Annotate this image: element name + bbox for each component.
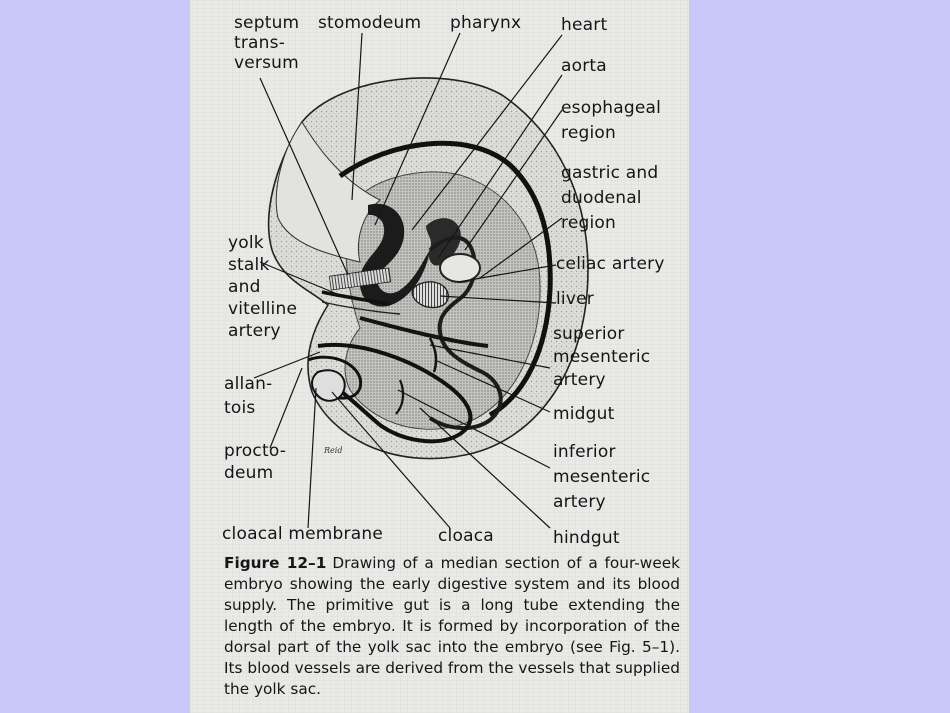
artery-branch xyxy=(428,337,438,373)
label-allantois: allan- tois xyxy=(224,374,273,418)
label-superior-mesenteric-artery: superior mesenteric artery xyxy=(553,324,651,390)
label-cloaca: cloaca xyxy=(438,526,494,546)
label-pharynx: pharynx xyxy=(450,13,522,33)
leader-lines xyxy=(253,32,563,529)
label-liver: liver xyxy=(556,289,594,309)
stomach-shape xyxy=(439,253,481,283)
label-midgut: midgut xyxy=(553,404,615,424)
label-heart: heart xyxy=(561,15,608,35)
yolk-stalk-inner xyxy=(321,301,401,315)
label-aorta: aorta xyxy=(561,56,607,76)
label-stomodeum: stomodeum xyxy=(318,13,422,33)
artist-signature: Reid xyxy=(324,446,343,455)
hindgut-loop xyxy=(317,343,473,444)
label-celiac-artery: celiac artery xyxy=(556,254,665,274)
septum-transversum-hatch xyxy=(328,267,392,291)
label-proctodeum: procto- deum xyxy=(224,441,287,483)
head-fold xyxy=(275,121,381,263)
embryo-diagram xyxy=(253,32,589,529)
label-esophageal-region: esophageal region xyxy=(561,98,662,143)
yolk-stalk xyxy=(321,290,391,306)
label-inferior-mesenteric-artery: inferior mesenteric artery xyxy=(553,442,651,512)
caption-text: Drawing of a median section of a four-we… xyxy=(224,554,680,698)
liver-shape xyxy=(411,281,449,309)
label-yolk-stalk-vitelline-artery: yolk stalk and vitelline artery xyxy=(228,233,298,341)
label-gastric-duodenal-region: gastric and duodenal region xyxy=(561,163,659,233)
cloaca-shape xyxy=(311,369,346,402)
label-hindgut: hindgut xyxy=(553,528,620,548)
gut-tube xyxy=(428,235,503,431)
label-septum-transversum: septum trans- versum xyxy=(234,13,300,73)
mesenteric-artery-line xyxy=(359,316,489,348)
label-cloacal-membrane: cloacal membrane xyxy=(222,524,383,544)
inferior-mesenteric-branch xyxy=(395,379,405,415)
figure-number: Figure 12–1 xyxy=(224,554,327,572)
aorta-line xyxy=(338,140,553,418)
scanned-figure: septum trans- versum stomodeum pharynx h… xyxy=(190,0,689,713)
